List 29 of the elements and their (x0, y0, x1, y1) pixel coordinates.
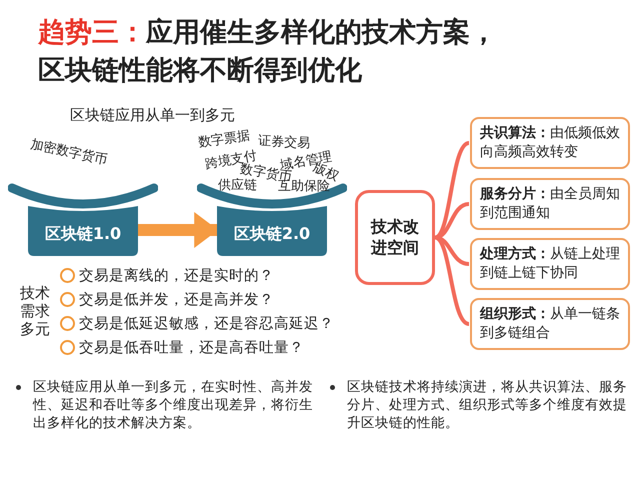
box-text: 组织形式：从单一链条到多链组合 (480, 305, 620, 343)
question-text: 交易是低延迟敏感，还是容忍高延迟？ (79, 314, 334, 333)
question-text: 交易是离线的，还是实时的？ (79, 266, 274, 285)
box-text: 共识算法：由低频低效向高频高效转变 (480, 124, 620, 162)
brace-line (434, 202, 470, 240)
box-text: 处理方式：从链上处理到链上链下协同 (480, 245, 620, 283)
block-arrow (138, 212, 218, 248)
pot-label: 区块链1.0 (44, 224, 122, 245)
rounded-box (355, 190, 435, 285)
question-text: 交易是低并发，还是高并发？ (79, 290, 274, 309)
heading-text: 区块链应用从单一到多元 (70, 106, 235, 125)
bullet-text: 区块链技术将持续演进，将从共识算法、服务分片、处理方式、组织形式等多个维度有效提升区块链的性能。 (347, 378, 628, 432)
brace-line (434, 236, 470, 266)
text-box (470, 238, 630, 290)
application-word: 数字票据 (197, 127, 251, 151)
question-text: 交易是低吞吐量，还是高吞吐量？ (79, 338, 304, 357)
slide-title: 趋势三：应用催生多样化的技术方案，区块链性能将不断得到优化 (38, 16, 498, 88)
box-text: 技术改进空间 (370, 216, 420, 258)
application-word: 证券交易 (258, 132, 310, 152)
box-text: 服务分片：由全员周知到范围通知 (480, 185, 620, 223)
text-box (470, 298, 630, 350)
pot-label: 区块链2.0 (232, 224, 312, 245)
application-word: 互助保险 (278, 179, 330, 195)
text-box (470, 117, 630, 169)
side-label: 技术需求多元 (20, 284, 51, 338)
bullet-text: 区块链应用从单一到多元，在实时性、高并发性、延迟和吞吐等多个维度出现差异，将衍生出多样化的技术解决方案。 (33, 378, 314, 432)
text-box (470, 178, 630, 230)
application-word: 加密数字货币 (28, 136, 110, 169)
application-word: 供应链 (218, 177, 257, 194)
